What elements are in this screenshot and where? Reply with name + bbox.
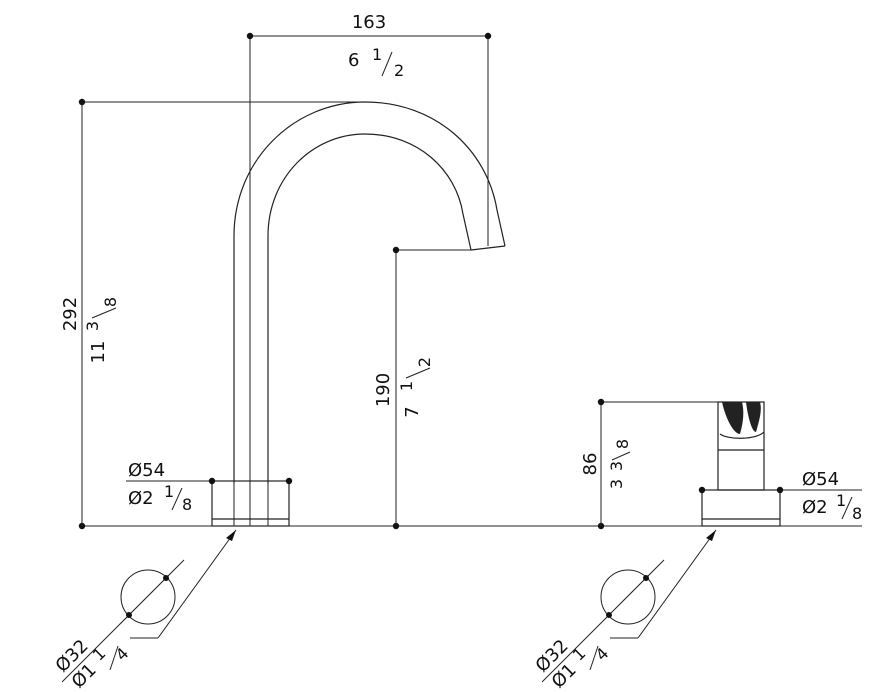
spout-hole-leader	[61, 559, 185, 683]
outlet-dot-top	[392, 246, 400, 254]
spout-hole-slash	[109, 645, 119, 671]
handle-base-dia-slash	[841, 496, 853, 520]
spout-base-dia-dot-left	[208, 477, 216, 485]
width-mm-label: 163	[352, 12, 386, 33]
handle-base-flange	[701, 489, 781, 527]
spout-drawing	[211, 101, 506, 527]
height-frac-slash	[91, 307, 117, 319]
handle-hole-den: 4	[592, 644, 613, 665]
height-in-num: 3	[83, 321, 102, 331]
height-dot-top	[78, 98, 86, 106]
spout-hole-pointer	[157, 529, 237, 639]
handle-base-dia-dot-left	[698, 486, 706, 494]
height-in-label: 11	[88, 341, 109, 364]
width-in-num: 1	[372, 45, 382, 64]
handle-base-dia-den: 8	[852, 504, 862, 523]
handle-height-mm: 86	[580, 453, 601, 476]
handle-hole-slash	[589, 645, 599, 671]
spout-hole-dot-bottom	[126, 612, 132, 618]
handle-hole-detail: Ø32 Ø1 1 4	[532, 529, 717, 693]
handle-hole-dot-top	[643, 575, 649, 581]
handle-hole-arrow	[706, 530, 716, 541]
height-in-den: 8	[101, 297, 120, 307]
spout-hole-arrow	[226, 530, 236, 541]
spout-hole-detail: Ø32 Ø1 1 4	[52, 529, 237, 693]
spout-height-dimension: 292 11 3 8	[60, 98, 365, 526]
handle-base-dia-dot-right	[776, 486, 784, 494]
spout-hole-den: 4	[112, 644, 133, 665]
handle-height-dimension: 86 3 3 8	[580, 398, 718, 526]
handle-base-dia-mm: Ø54	[802, 469, 839, 490]
handle-height-num: 3	[607, 461, 626, 471]
handle-height-dot-top	[597, 398, 605, 406]
outlet-frac-slash	[405, 367, 431, 379]
spout-base-dia-den: 8	[182, 495, 192, 514]
handle-drawing	[701, 401, 781, 527]
handle-hole-leader	[541, 559, 665, 683]
handle-base-dia-in: Ø2	[802, 497, 828, 518]
outlet-height-dimension: 190 7 1 2	[373, 246, 471, 526]
spout-base-dia-in: Ø2	[128, 488, 154, 509]
handle-base-dia-num: 1	[836, 491, 846, 510]
outlet-mm-label: 190	[373, 373, 394, 407]
outlet-in-label: 7	[402, 406, 423, 417]
handle-hole-pointer	[637, 529, 717, 639]
handle-height-den: 8	[613, 439, 632, 449]
spout-inner-contour	[267, 133, 472, 483]
spout-width-dimension: 163 6 1 2	[246, 12, 492, 483]
spout-base-dia-dot-right	[285, 477, 293, 485]
spout-base-dia-dimension: Ø54 Ø2 1 8	[126, 460, 293, 514]
spout-base-dia-slash	[171, 487, 183, 511]
handle-base-dia-dimension: Ø54 Ø2 1 8	[698, 469, 862, 523]
spout-base-dia-num: 1	[164, 482, 174, 501]
handle-lower-curve	[719, 431, 765, 439]
width-frac-slash	[381, 51, 393, 77]
spout-outlet	[470, 245, 506, 251]
spout-hole-circle	[120, 569, 176, 625]
handle-knurl-2	[746, 402, 761, 432]
handle-height-in: 3	[607, 479, 626, 489]
handle-hole-dot-bottom	[606, 612, 612, 618]
handle-hole-num: 1	[569, 644, 590, 665]
width-in-label: 6	[348, 50, 359, 71]
outlet-in-num: 1	[397, 381, 416, 391]
handle-hole-circle	[600, 569, 656, 625]
width-dot-right	[484, 32, 492, 40]
spout-hole-num: 1	[89, 644, 110, 665]
width-in-den: 2	[394, 61, 404, 80]
spout-outer-contour	[233, 101, 506, 483]
handle-height-slash	[611, 451, 631, 461]
spout-base-dia-mm: Ø54	[128, 460, 165, 481]
handle-knurl-1	[722, 402, 744, 434]
width-dot-left	[246, 32, 254, 40]
height-mm-label: 292	[60, 297, 81, 331]
spout-hole-dot-top	[163, 575, 169, 581]
outlet-in-den: 2	[415, 357, 434, 367]
